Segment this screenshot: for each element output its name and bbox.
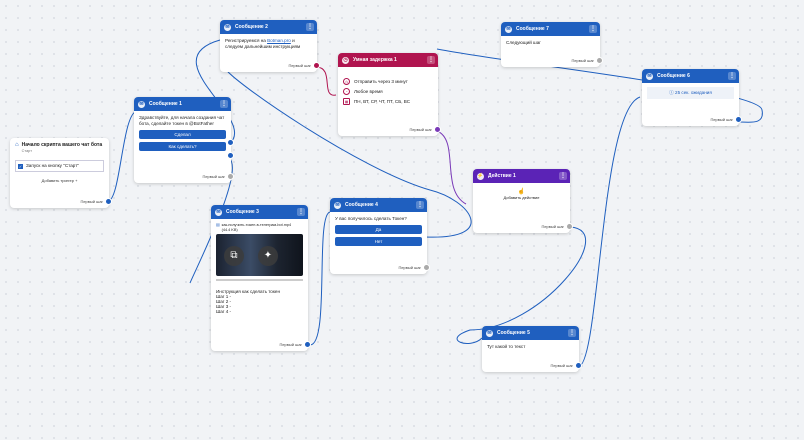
start-subtitle: Старт <box>21 149 32 153</box>
node-title: Сообщение 5 <box>497 330 530 336</box>
action-1-node[interactable]: ⚡ Действие 1 ⋮ ☝ Добавить действие Первый … <box>473 169 573 233</box>
chat-icon: ✉ <box>334 201 341 209</box>
node-title: Сообщение 1 <box>149 101 182 107</box>
video-preview[interactable]: ⧉ ✦ <box>216 234 303 276</box>
first-step-label: Первый шаг <box>279 342 302 347</box>
menu-icon[interactable]: ⋮ <box>306 23 314 31</box>
first-step-label: Первый шаг <box>571 58 594 63</box>
calendar-icon: ▦ <box>343 98 350 105</box>
message-text: Следующий шаг <box>506 40 541 45</box>
node-title: Сообщение 2 <box>235 24 268 30</box>
first-step-label: Первый шаг <box>398 265 421 270</box>
start-title: Начало скрипта вашего чат бота <box>21 142 103 148</box>
first-step-label: Первый шаг <box>710 117 733 122</box>
output-port[interactable] <box>304 341 311 348</box>
first-step-label: Первый шаг <box>80 199 103 204</box>
message-5-node[interactable]: ✉ Сообщение 5 ⋮ Тут какой то текст Первый … <box>482 326 582 372</box>
menu-icon[interactable]: ⋮ <box>559 172 567 180</box>
menu-icon[interactable]: ⋮ <box>589 25 597 33</box>
copy-icon[interactable]: ⧉ <box>224 246 244 266</box>
button-port[interactable] <box>227 152 234 159</box>
node-title: Сообщение 6 <box>657 73 690 79</box>
pointer-icon: ☝ <box>517 189 526 195</box>
menu-icon[interactable]: ⋮ <box>297 208 305 216</box>
message-text: Тут какой то текст <box>487 344 526 349</box>
bolt-icon: ⚡ <box>477 172 484 180</box>
first-step-label: Первый шаг <box>541 224 564 229</box>
clock-icon: ◷ <box>342 56 349 64</box>
delay-text: 25 сек. ожидания <box>675 90 712 95</box>
first-step-label: Первый шаг <box>409 127 432 132</box>
botman-link[interactable]: Botman.pro <box>267 38 291 43</box>
menu-icon[interactable]: ⋮ <box>728 72 736 80</box>
output-port[interactable] <box>313 62 320 69</box>
add-action-button[interactable]: Добавить действие <box>503 195 540 200</box>
delay-block: ⓘ 25 сек. ожидания <box>647 87 734 99</box>
button-how-to[interactable]: Как сделать? <box>139 142 226 151</box>
button-did-it[interactable]: Сделал <box>139 130 226 139</box>
sparkle-icon[interactable]: ✦ <box>258 246 278 266</box>
file-name: как-получить-токен-в-телеграм-bot.mp4 <box>221 223 292 227</box>
chat-icon: ✉ <box>646 72 653 80</box>
video-progress-bar[interactable] <box>216 279 303 281</box>
smart-delay-node[interactable]: ◷ Умная задержка 1 ⋮ ◷ Отправить через 3 ми… <box>338 53 441 136</box>
menu-icon[interactable]: ⋮ <box>427 56 435 64</box>
output-port[interactable] <box>596 57 603 64</box>
output-port[interactable] <box>105 198 112 205</box>
menu-icon[interactable]: ⋮ <box>568 329 576 337</box>
output-port[interactable] <box>735 116 742 123</box>
start-node[interactable]: ⌂ Начало скрипта вашего чат бота Старт ✓… <box>10 138 112 208</box>
start-trigger: Запуск на кнопку "Старт" <box>26 163 79 168</box>
message-text-suffix: и следуем дальнейшим инструкциям <box>225 38 301 49</box>
button-no[interactable]: Нет <box>335 237 422 246</box>
node-title: Умная задержка 1 <box>353 57 397 63</box>
output-port[interactable] <box>423 264 430 271</box>
message-3-node[interactable]: ✉ Сообщение 3 ⋮ ▤ как-получить-токен-в-тел… <box>211 205 311 351</box>
chat-icon: ✉ <box>505 25 512 33</box>
message-text: Инструкция как сделать токен Шаг 1 - Шаг… <box>216 289 281 314</box>
message-1-node[interactable]: ✉ Сообщение 1 ⋮ Здравствуйте, для начала с… <box>134 97 234 183</box>
home-icon: ⌂ <box>15 142 19 148</box>
chat-icon: ✉ <box>486 329 493 337</box>
output-port[interactable] <box>566 223 573 230</box>
node-title: Сообщение 4 <box>345 202 378 208</box>
chat-icon: ✉ <box>138 100 145 108</box>
timer-icon: ◷ <box>343 78 350 85</box>
message-text: Здравствуйте, для начала создания чат бо… <box>139 115 225 126</box>
message-4-node[interactable]: ✉ Сообщение 4 ⋮ У вас получилось сделать Т… <box>330 198 430 274</box>
message-2-node[interactable]: ✉ Сообщение 2 ⋮ Регистрируемся на Botman.p… <box>220 20 320 72</box>
output-port[interactable] <box>227 173 234 180</box>
message-7-node[interactable]: ✉ Сообщение 7 ⋮ Следующий шаг Первый шаг <box>501 22 603 67</box>
delay-text: Отправить через 3 минут <box>354 78 408 84</box>
node-title: Сообщение 3 <box>226 209 259 215</box>
message-6-node[interactable]: ✉ Сообщение 6 ⋮ ⓘ 25 сек. ожидания Первый … <box>642 69 742 126</box>
button-yes[interactable]: Да <box>335 225 422 234</box>
first-step-label: Первый шаг <box>550 363 573 368</box>
node-title: Действие 1 <box>488 173 516 179</box>
button-port[interactable] <box>227 139 234 146</box>
first-step-label: Первый шаг <box>202 174 225 179</box>
output-port[interactable] <box>575 362 582 369</box>
file-size: (44.4 KB) <box>221 227 238 232</box>
file-icon: ▤ <box>216 223 220 227</box>
message-text: У вас получилось сделать Токен? <box>335 216 407 221</box>
first-step-label: Первый шаг <box>288 63 311 68</box>
chat-icon: ✉ <box>215 208 222 216</box>
checkbox-icon: ✓ <box>18 163 23 169</box>
message-text: Регистрируемся на <box>225 38 268 43</box>
menu-icon[interactable]: ⋮ <box>416 201 424 209</box>
time-icon: ◔ <box>343 88 350 95</box>
time-text: Любое время <box>354 88 383 94</box>
menu-icon[interactable]: ⋮ <box>220 100 228 108</box>
info-icon: ⓘ <box>669 90 674 95</box>
days-text: ПН, ВТ, СР, ЧТ, ПТ, СБ, ВС <box>354 98 411 104</box>
node-title: Сообщение 7 <box>516 26 549 32</box>
output-port[interactable] <box>434 126 441 133</box>
add-trigger-button[interactable]: Добавить триггер + <box>41 178 78 183</box>
chat-icon: ✉ <box>224 23 231 31</box>
